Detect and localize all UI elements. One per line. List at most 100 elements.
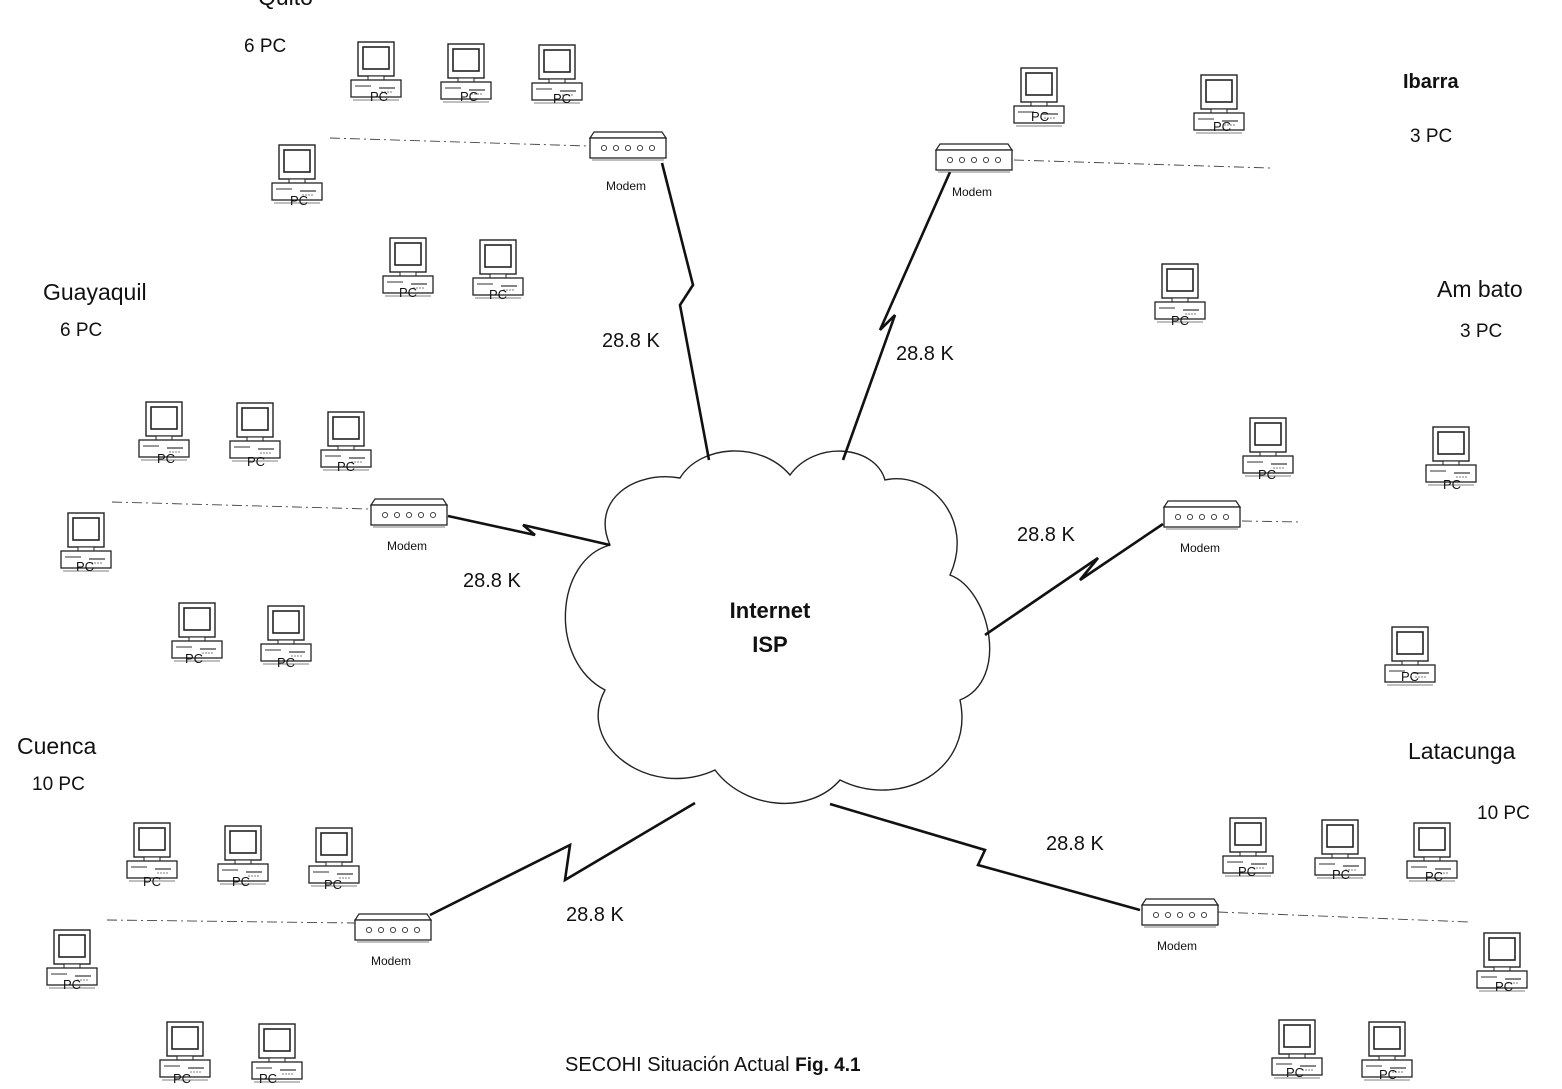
link-speed-latacunga: 28.8 K	[1046, 833, 1104, 855]
modem-label-ibarra: Modem	[951, 185, 993, 199]
lan-line-cuenca	[106, 919, 358, 924]
modem-icon-quito	[588, 131, 668, 161]
pc-label-guayaquil-2: PC	[246, 454, 266, 469]
pc-label-cuenca-5: PC	[172, 1071, 192, 1086]
site-name-latacunga: Latacunga	[1408, 738, 1516, 764]
lan-line-quito	[329, 137, 589, 147]
link-speed-quito: 28.8 K	[602, 330, 660, 352]
pc-label-cuenca-4: PC	[62, 977, 82, 992]
lan-line-ibarra	[1013, 159, 1271, 169]
pc-label-cuenca-1: PC	[142, 874, 162, 889]
pc-icon-latacunga-3	[1406, 822, 1458, 882]
modem-icon-ambato	[1162, 500, 1242, 530]
modem-icon-latacunga	[1140, 898, 1220, 928]
link-speed-ambato: 28.8 K	[1017, 524, 1075, 546]
pc-icon-ibarra-1	[1013, 67, 1065, 127]
pc-icon-latacunga-1	[1222, 817, 1274, 877]
modem-icon-ibarra	[934, 143, 1014, 173]
pc-icon-ibarra-3	[1154, 263, 1206, 323]
pc-icon-ambato-2	[1425, 426, 1477, 486]
pc-label-quito-4: PC	[289, 193, 309, 208]
pc-label-ambato-1: PC	[1257, 467, 1277, 482]
pc-label-latacunga-3: PC	[1424, 869, 1444, 884]
pc-icon-latacunga-5	[1271, 1019, 1323, 1079]
pc-label-guayaquil-6: PC	[276, 655, 296, 670]
wan-link-ambato	[984, 522, 1164, 637]
site-count-ambato: 3 PC	[1460, 321, 1503, 342]
pc-icon-cuenca-3	[308, 827, 360, 887]
pc-label-cuenca-3: PC	[323, 877, 343, 892]
pc-icon-ambato-3	[1384, 626, 1436, 686]
site-count-quito: 6 PC	[244, 36, 287, 57]
pc-icon-cuenca-1	[126, 822, 178, 882]
pc-label-cuenca-2: PC	[231, 874, 251, 889]
pc-label-latacunga-6: PC	[1378, 1067, 1398, 1082]
internet-cloud	[564, 450, 991, 805]
lan-line-ambato	[1241, 520, 1301, 523]
pc-icon-quito-5	[382, 237, 434, 297]
pc-label-quito-6: PC	[488, 287, 508, 302]
link-speed-cuenca: 28.8 K	[566, 904, 624, 926]
site-name-quito: Quito	[258, 0, 313, 9]
wan-link-cuenca	[429, 801, 696, 917]
site-count-cuenca: 10 PC	[32, 774, 85, 795]
site-count-ibarra: 3 PC	[1410, 126, 1453, 147]
caption-text: SECOHI Situación Actual	[565, 1054, 790, 1076]
pc-icon-latacunga-6	[1361, 1021, 1413, 1081]
pc-label-quito-5: PC	[398, 285, 418, 300]
pc-icon-cuenca-2	[217, 825, 269, 885]
pc-label-quito-3: PC	[552, 91, 572, 106]
pc-icon-guayaquil-3	[320, 411, 372, 471]
lan-line-guayaquil	[111, 501, 371, 510]
pc-label-guayaquil-4: PC	[75, 559, 95, 574]
pc-label-guayaquil-1: PC	[156, 451, 176, 466]
site-name-guayaquil: Guayaquil	[43, 279, 147, 305]
wan-link-guayaquil	[447, 514, 611, 547]
pc-icon-ambato-1	[1242, 417, 1294, 477]
devices	[46, 41, 1528, 1083]
modem-label-latacunga: Modem	[1156, 939, 1198, 953]
pc-icon-latacunga-4	[1476, 932, 1528, 992]
site-name-ambato: Am bato	[1437, 276, 1523, 302]
pc-icon-quito-3	[531, 44, 583, 104]
pc-icon-cuenca-4	[46, 929, 98, 989]
pc-label-ambato-2: PC	[1442, 477, 1462, 492]
pc-label-ibarra-2: PC	[1212, 119, 1232, 134]
wan-link-ibarra	[841, 171, 952, 461]
pc-label-guayaquil-5: PC	[184, 651, 204, 666]
pc-icon-cuenca-5	[159, 1021, 211, 1081]
pc-icon-guayaquil-4	[60, 512, 112, 572]
modem-label-quito: Modem	[605, 179, 647, 193]
modem-label-ambato: Modem	[1179, 541, 1221, 555]
pc-icon-quito-4	[271, 144, 323, 204]
pc-label-latacunga-4: PC	[1494, 979, 1514, 994]
site-name-ibarra: Ibarra	[1403, 71, 1459, 93]
modem-label-cuenca: Modem	[370, 954, 412, 968]
pc-label-ibarra-1: PC	[1030, 109, 1050, 124]
lan-line-latacunga	[1217, 911, 1471, 923]
pc-icon-guayaquil-2	[229, 402, 281, 462]
connection-lines	[106, 137, 1471, 924]
pc-label-ibarra-3: PC	[1170, 313, 1190, 328]
pc-icon-guayaquil-1	[138, 401, 190, 461]
site-count-guayaquil: 6 PC	[60, 320, 103, 341]
site-count-latacunga: 10 PC	[1477, 803, 1530, 824]
wan-link-latacunga	[829, 802, 1141, 912]
pc-label-guayaquil-3: PC	[336, 459, 356, 474]
figure-caption: SECOHI Situación Actual Fig. 4.1	[565, 1055, 861, 1075]
modem-icon-guayaquil	[369, 498, 449, 528]
modem-label-guayaquil: Modem	[386, 539, 428, 553]
cloud-label-internet: Internet	[729, 598, 811, 623]
pc-label-ambato-3: PC	[1400, 669, 1420, 684]
link-speed-guayaquil: 28.8 K	[463, 570, 521, 592]
cloud-outline	[564, 450, 991, 805]
pc-icon-quito-2	[440, 43, 492, 103]
pc-icon-quito-6	[472, 239, 524, 299]
wan-link-quito	[660, 162, 711, 461]
link-speed-ibarra: 28.8 K	[896, 343, 954, 365]
pc-label-quito-1: PC	[369, 89, 389, 104]
pc-label-quito-2: PC	[459, 89, 479, 104]
caption-figure-number: Fig. 4.1	[795, 1055, 861, 1076]
